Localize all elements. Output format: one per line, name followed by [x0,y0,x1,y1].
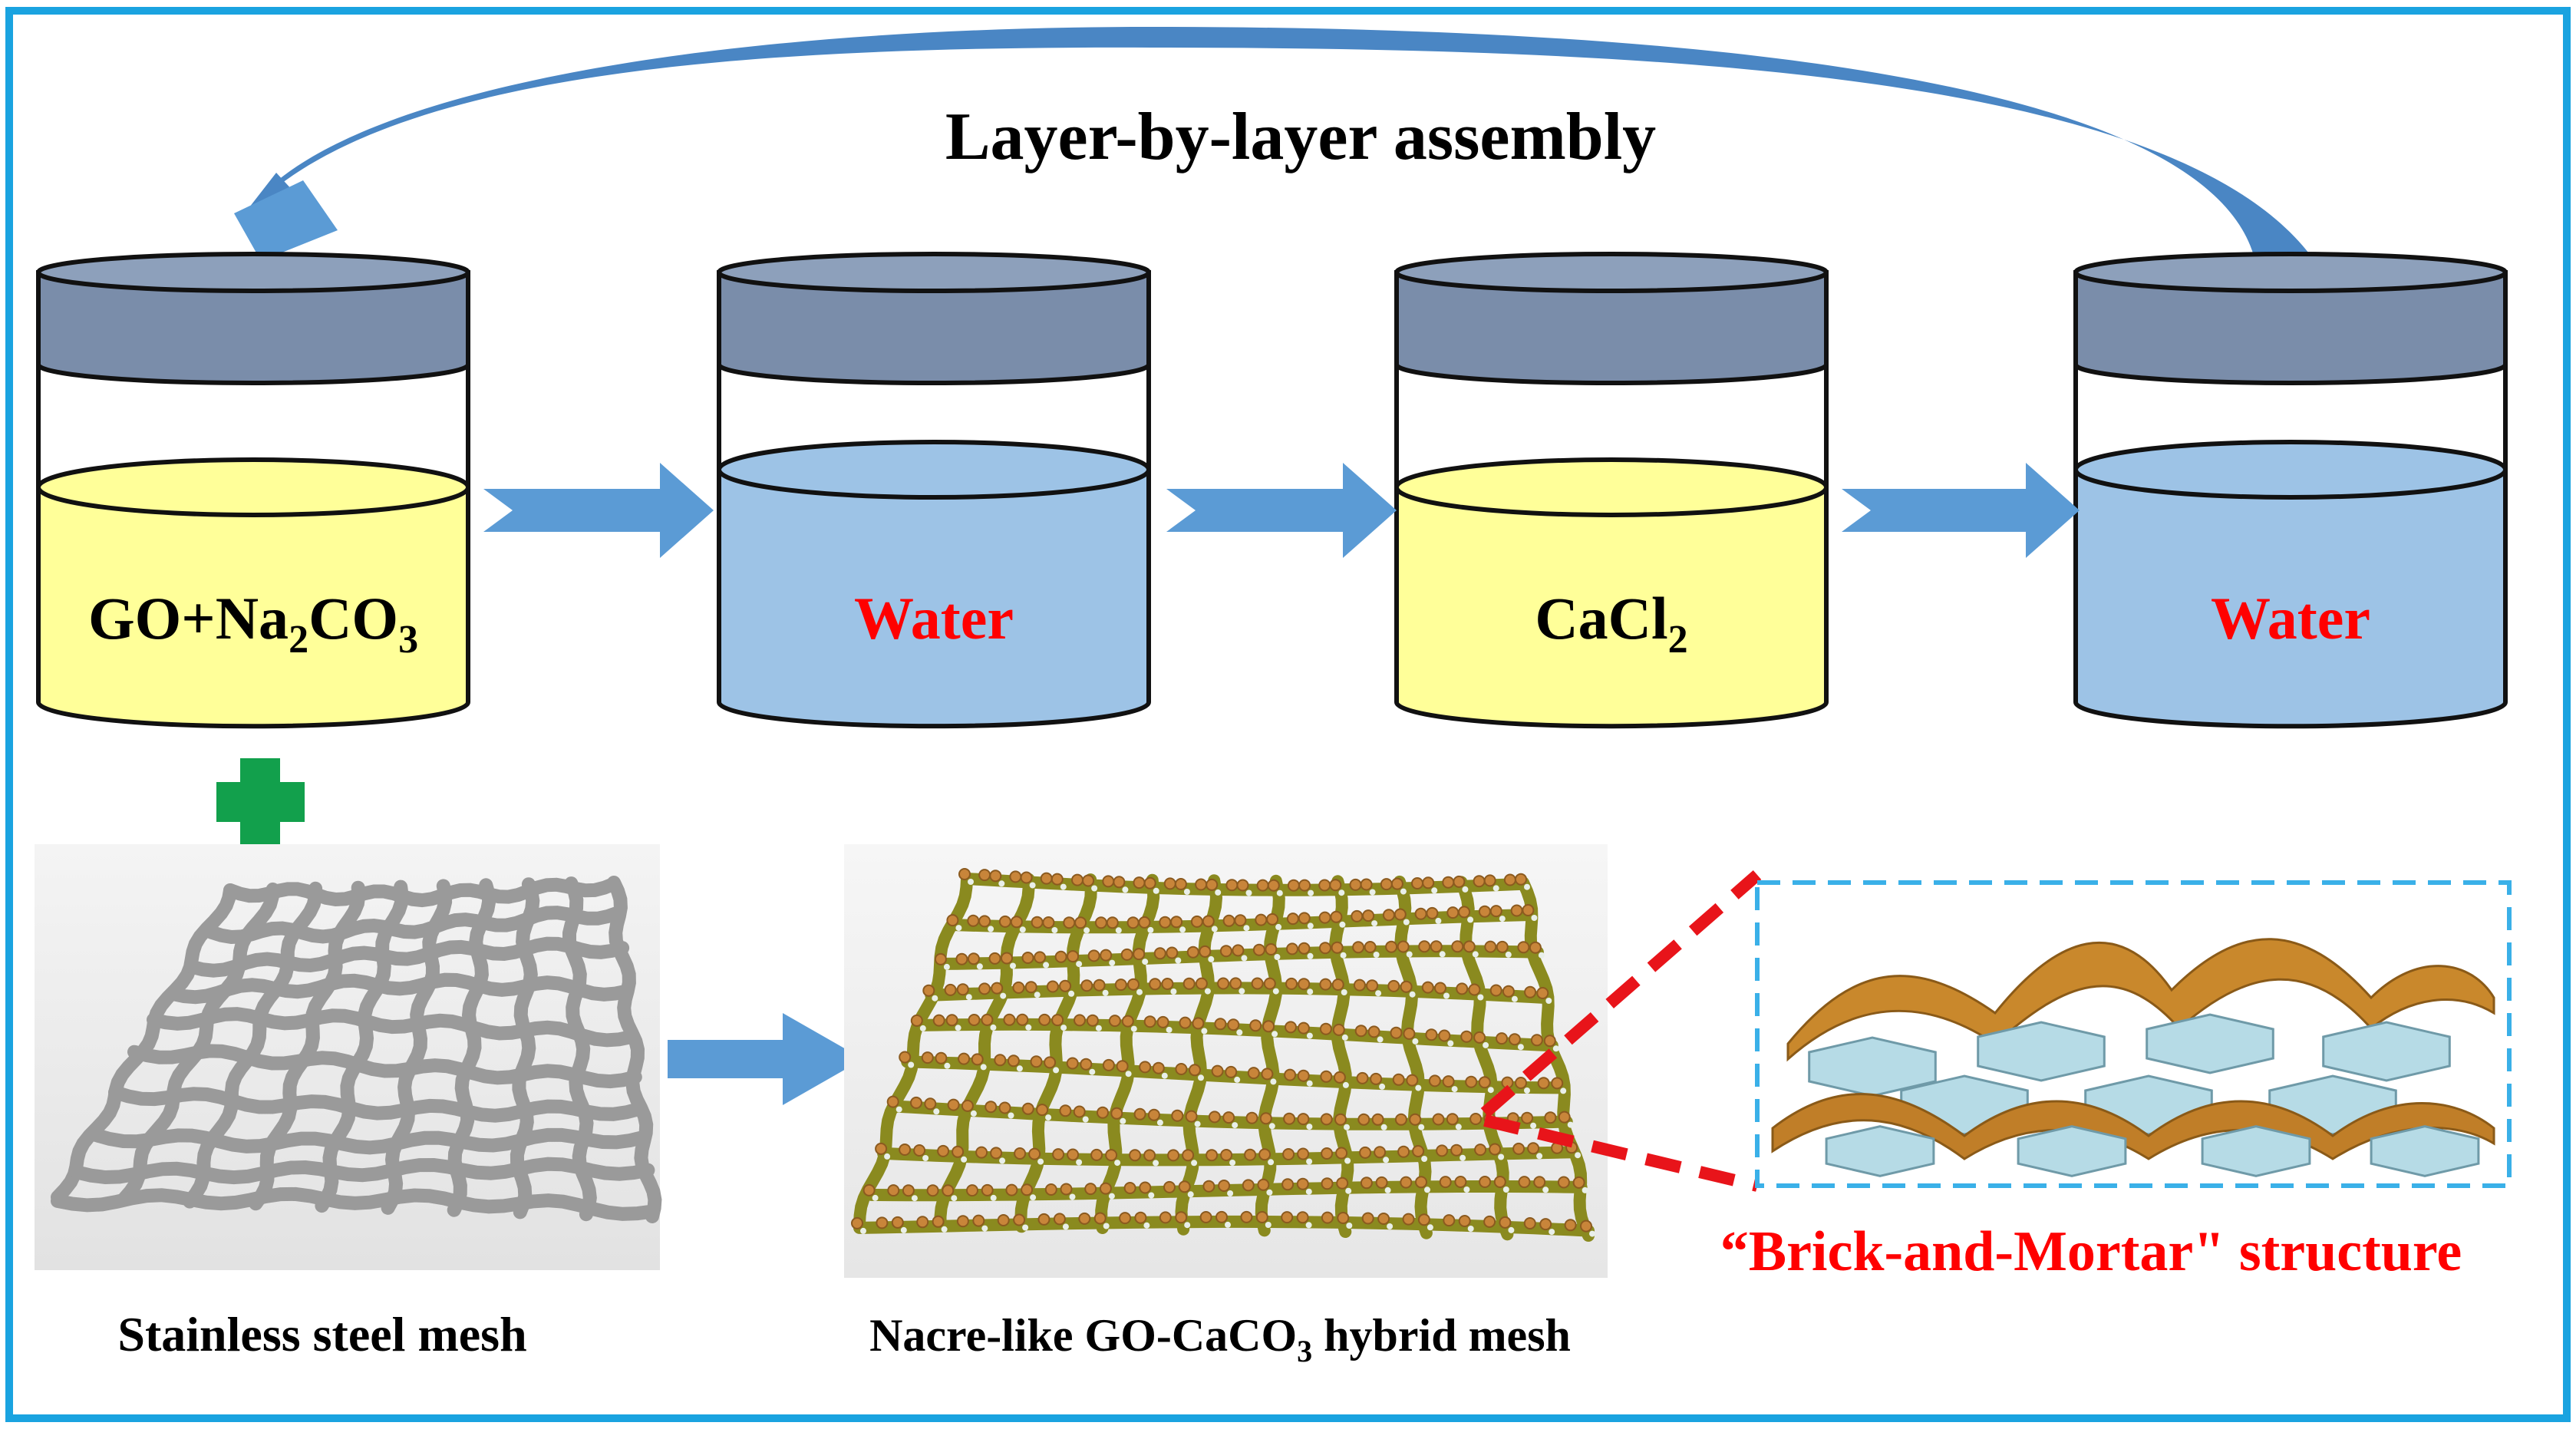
diagram-title: Layer-by-layer assembly [945,100,1656,174]
go-sheet-lower [1771,1093,2495,1160]
steel-wire-col [315,880,409,1213]
steel-wire-row [127,1044,642,1089]
zoom-lines [1480,870,1762,1192]
steel-wire-col [562,876,597,1222]
right-arrow-icon [1166,463,1397,558]
beaker-1: GO+Na2CO3 [36,252,470,729]
steel-wire-row [70,1157,655,1185]
caption-brick-mortar: “Brick-and-Mortar" structure [1720,1220,2462,1283]
beaker-4: Water [2073,252,2508,729]
right-arrow-icon [1842,463,2080,558]
beaker-2: Water [717,252,1151,729]
steel-wire-col [117,882,280,1206]
steel-wire-row [147,1007,638,1048]
beaker-label-2: Water [854,585,1014,652]
caption-steel-mesh: Stainless steel mesh [117,1307,526,1361]
steel-wire-col [51,883,237,1204]
steel-wire-row [185,936,630,978]
plus-icon [216,758,305,847]
steel-wire-row [223,876,621,908]
outer-frame [5,7,2571,1422]
steel-mesh-image [35,844,662,1270]
caco3-platelet [2017,1125,2127,1177]
caco3-platelet [1977,1021,2106,1082]
caption-hybrid-mesh: Nacre-like GO-CaCO3 hybrid mesh [869,1310,1571,1368]
steel-wire-col [607,876,662,1223]
caco3-platelet [1825,1125,1935,1177]
hybrid-mesh-image [844,844,1608,1278]
beaker-label-3: CaCl2 [1535,585,1687,662]
steel-wire-row [204,906,625,945]
caco3-platelet [2370,1125,2480,1177]
steel-wire-col [510,877,540,1219]
caption-hybrid-sub: 3 [1297,1334,1312,1368]
caco3-platelet [2201,1125,2311,1177]
steel-wire-row [51,1186,659,1221]
right-arrow-icon [668,1013,863,1105]
beakers-row: GO+Na2CO3 Water CaCl2 Water [36,252,2508,729]
brick-mortar-box [1755,880,2512,1188]
caco3-platelet [2322,1021,2451,1082]
curved-arrow-icon [234,27,2317,265]
beaker-3: CaCl2 [1394,252,1829,729]
steel-wire-col [183,881,323,1209]
steel-wire-col [381,879,453,1215]
right-arrow-icon [483,463,714,558]
steel-wire-row [166,972,634,1005]
steel-wire-col [447,878,496,1217]
caption-hybrid-post: hybrid mesh [1312,1310,1571,1361]
caption-hybrid-pre: Nacre-like GO-CaCO [869,1310,1297,1361]
caco3-coating [851,868,1595,1237]
step-arrows [483,463,2080,558]
beaker-label-1: GO+Na2CO3 [88,585,418,662]
steel-wire-row [108,1085,647,1123]
steel-wire-row [89,1127,651,1155]
beaker-label-4: Water [2211,585,2370,652]
go-sheet-upper [1786,938,2495,1062]
caco3-platelet [2146,1013,2274,1074]
